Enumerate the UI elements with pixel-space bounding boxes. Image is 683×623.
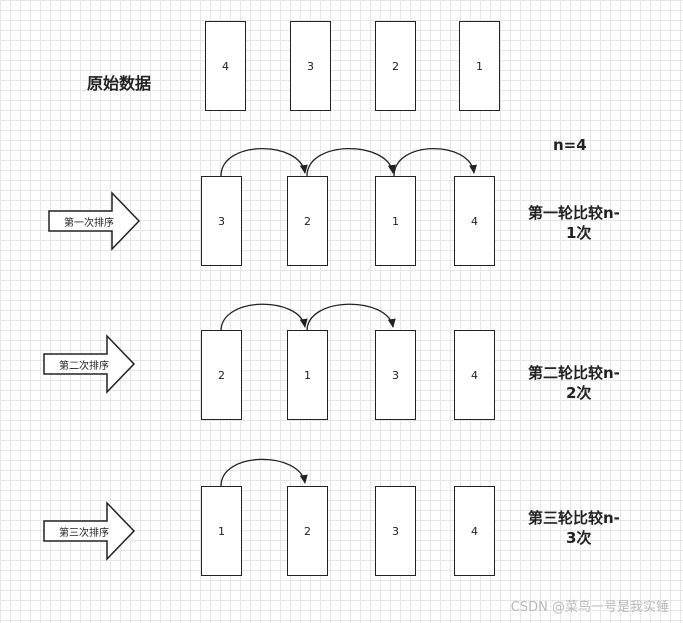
round1-label-line2: 1次 [566, 224, 592, 242]
round3-box-3: 3 [375, 486, 416, 576]
round2-label-line2: 2次 [566, 384, 592, 402]
round2-compare-arrow-1 [220, 303, 308, 332]
round1-arrow-label: 第一次排序 [64, 218, 114, 229]
round2-box-3: 3 [375, 330, 416, 420]
round3-label-line2: 3次 [566, 529, 592, 547]
original-box-1: 4 [205, 21, 246, 111]
round2-arrow-label: 第二次排序 [59, 361, 109, 372]
round3-box-1: 1 [201, 486, 242, 576]
round3-box-4: 4 [454, 486, 495, 576]
round2-box-1: 2 [201, 330, 242, 420]
round2-box-4: 4 [454, 330, 495, 420]
n-label: n=4 [553, 136, 587, 154]
round1-compare-arrow-1 [220, 148, 308, 177]
round1-box-2: 2 [287, 176, 328, 266]
original-box-3: 2 [375, 21, 416, 111]
round1-compare-arrow-2 [306, 148, 396, 177]
round3-label-line1: 第三轮比较n- [528, 509, 620, 527]
original-data-label: 原始数据 [87, 74, 152, 93]
round3-box-2: 2 [287, 486, 328, 576]
round1-box-3: 1 [375, 176, 416, 266]
original-box-4: 1 [459, 21, 500, 111]
round1-box-1: 3 [201, 176, 242, 266]
round3-arrow-label: 第三次排序 [59, 528, 109, 539]
round2-box-2: 1 [287, 330, 328, 420]
round1-label-line1: 第一轮比较n- [528, 204, 620, 222]
round1-box-4: 4 [454, 176, 495, 266]
original-box-2: 3 [290, 21, 331, 111]
round2-label-line1: 第二轮比较n- [528, 364, 620, 382]
round1-compare-arrow-3 [393, 148, 477, 177]
csdn-watermark: CSDN @菜鸟一号是我实锤 [510, 600, 669, 615]
round2-compare-arrow-2 [306, 303, 396, 332]
round3-compare-arrow-1 [220, 458, 308, 487]
